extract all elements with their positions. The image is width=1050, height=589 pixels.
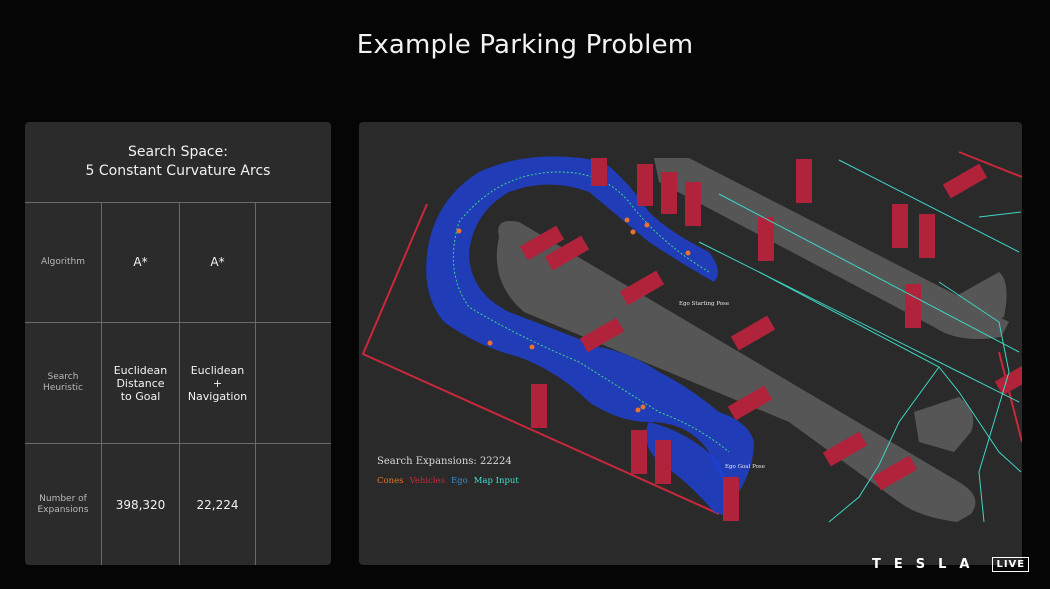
legend-map-input: Map Input xyxy=(473,476,519,486)
vehicle xyxy=(544,235,590,271)
legend-ego: Ego xyxy=(450,476,468,486)
legend-vehicles: Vehicles xyxy=(409,476,445,486)
planned-path xyxy=(452,171,730,453)
lot-boundary-right xyxy=(958,151,1022,178)
vehicle xyxy=(796,159,812,203)
cell-algorithm-3 xyxy=(256,202,331,322)
vehicle xyxy=(661,172,677,214)
map-line xyxy=(718,193,1020,353)
live-badge: LIVE xyxy=(992,557,1030,572)
table-header-line2: 5 Constant Curvature Arcs xyxy=(85,163,271,179)
vehicle xyxy=(822,431,868,467)
comparison-table: Search Space: 5 Constant Curvature Arcs … xyxy=(25,122,331,565)
vehicle xyxy=(727,385,773,421)
vehicle xyxy=(730,315,776,351)
map-line xyxy=(698,241,1020,403)
map-line xyxy=(828,366,940,523)
cone xyxy=(456,228,462,234)
map-input-lines xyxy=(698,159,1022,523)
vehicle xyxy=(872,455,918,491)
vehicle xyxy=(758,217,774,261)
vehicle xyxy=(637,164,653,206)
vehicle xyxy=(591,158,607,186)
parking-map xyxy=(361,151,1022,523)
vehicle xyxy=(905,284,921,328)
vehicle xyxy=(685,182,701,226)
tesla-wordmark: TESLA xyxy=(872,557,983,572)
lot-boundary xyxy=(361,203,720,515)
vehicle xyxy=(892,204,908,248)
parking-visualization: Ego Starting Pose Ego Goal Pose Search E… xyxy=(359,122,1022,565)
map-legend: Cones Vehicles Ego Map Input xyxy=(377,476,519,486)
start-pose-label: Ego Starting Pose xyxy=(679,301,730,307)
cell-algorithm-2: A* xyxy=(210,255,225,269)
cell-heuristic-3 xyxy=(256,323,331,443)
road-island-right-lower xyxy=(919,272,1007,337)
vehicle xyxy=(942,163,988,199)
vehicle xyxy=(619,270,665,306)
legend-cones: Cones xyxy=(377,476,404,486)
map-line xyxy=(938,281,1010,523)
road-island-bottom xyxy=(914,397,974,452)
grid-divider xyxy=(25,443,331,444)
lot-boundary-right-edge xyxy=(998,351,1022,443)
table-grid: Algorithm A* A* Search Heuristic Euclide… xyxy=(25,202,331,565)
vehicles xyxy=(519,158,1022,521)
grid-divider xyxy=(179,202,180,565)
cone xyxy=(644,222,650,228)
row-label-heuristic: Search Heuristic xyxy=(43,372,83,393)
map-line xyxy=(758,271,1022,473)
cone xyxy=(529,344,535,350)
search-tree xyxy=(426,156,754,492)
cell-expansions-1: 398,320 xyxy=(115,497,166,512)
grid-divider xyxy=(255,202,256,565)
row-label-algorithm: Algorithm xyxy=(40,256,86,267)
cone xyxy=(487,340,493,346)
cell-heuristic-1: Euclidean Distance to Goal xyxy=(113,363,168,403)
map-line xyxy=(978,211,1022,218)
tesla-live-logo: TESLA LIVE xyxy=(872,557,1030,572)
cone xyxy=(624,217,630,223)
vehicle xyxy=(531,384,547,428)
vehicle xyxy=(919,214,935,258)
cell-expansions-2: 22,224 xyxy=(196,497,239,512)
cell-heuristic-2: Euclidean + Navigation xyxy=(187,363,248,403)
cone xyxy=(640,404,646,410)
cone xyxy=(685,250,691,256)
table-header: Search Space: 5 Constant Curvature Arcs xyxy=(25,122,331,203)
vehicle xyxy=(723,477,739,521)
grid-divider xyxy=(25,322,331,323)
row-label-expansions: Number of Expansions xyxy=(37,493,89,515)
cell-expansions-3 xyxy=(256,444,331,565)
cone xyxy=(630,229,636,235)
cones xyxy=(456,217,691,413)
grid-divider xyxy=(101,202,102,565)
vehicle xyxy=(655,440,671,484)
vehicle xyxy=(519,225,565,261)
search-expansions-label: Search Expansions: 22224 xyxy=(377,456,512,467)
vehicle xyxy=(631,430,647,474)
vehicle xyxy=(994,360,1022,396)
map-line xyxy=(838,159,1020,253)
cell-algorithm-1: A* xyxy=(133,255,148,269)
vehicle xyxy=(579,317,625,353)
cone xyxy=(635,407,641,413)
table-header-line1: Search Space: xyxy=(128,144,228,160)
goal-pose-label: Ego Goal Pose xyxy=(725,464,765,470)
slide-title: Example Parking Problem xyxy=(356,30,694,60)
